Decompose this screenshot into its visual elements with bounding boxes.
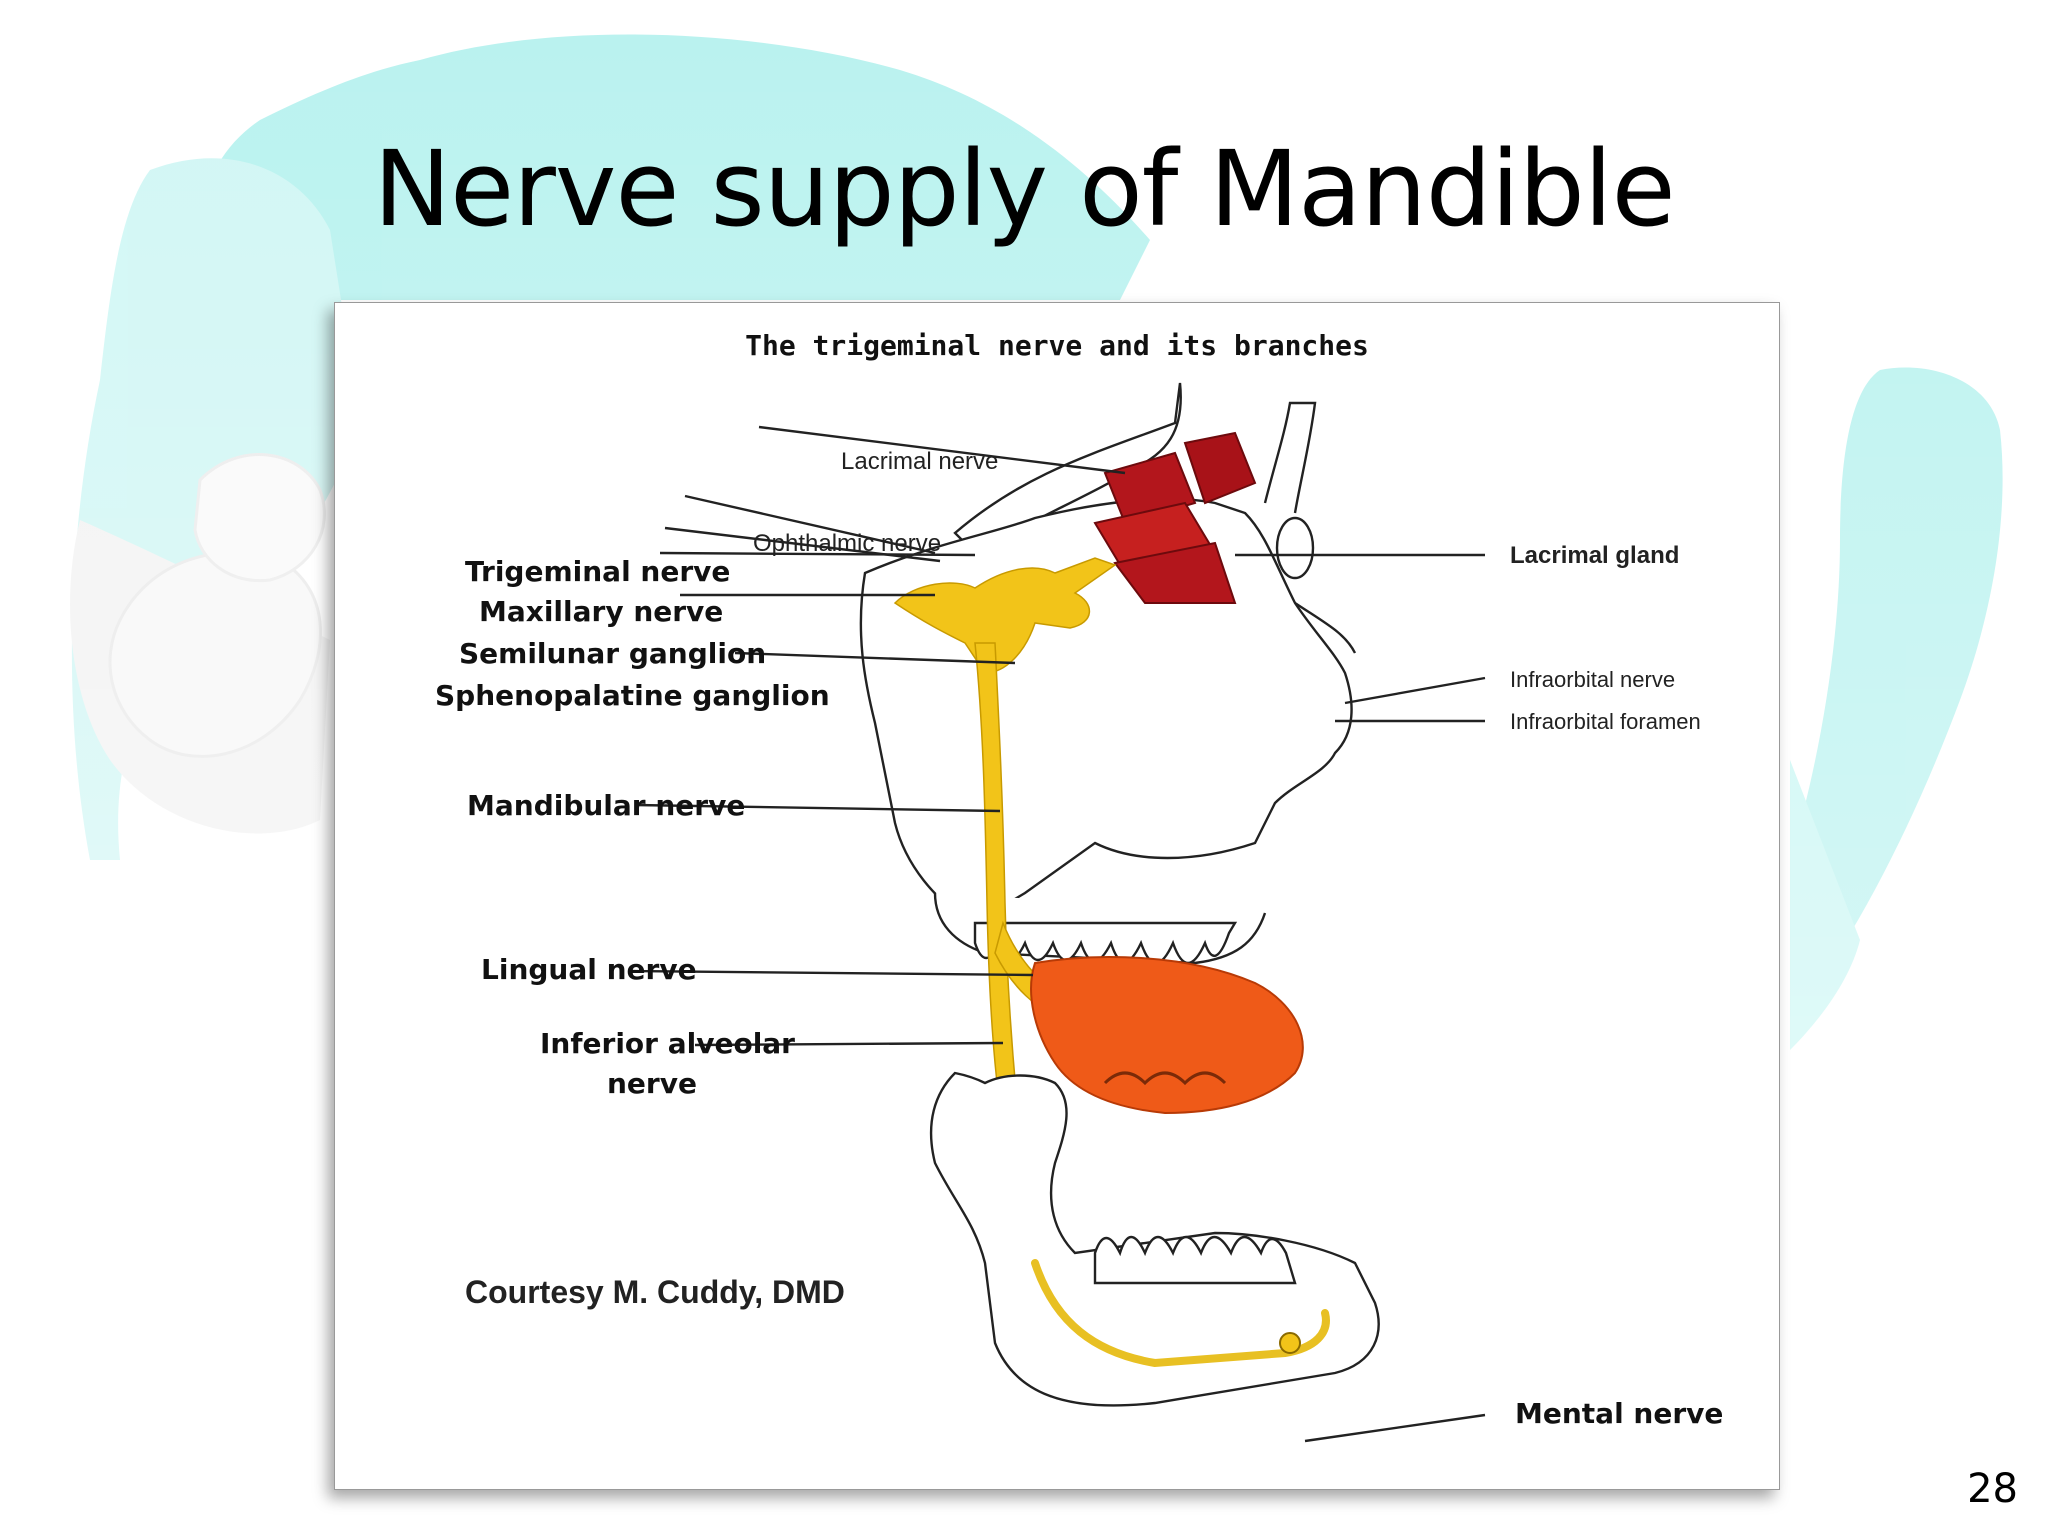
trigeminal-figure: The trigeminal nerve and its branches [334, 302, 1780, 1490]
orbital-muscles [1093, 431, 1257, 604]
slide-title: Nerve supply of Mandible [373, 128, 1675, 250]
label-inferior-alveolar-1: Inferior alveolar [540, 1027, 795, 1060]
leader-lines [628, 425, 1486, 1443]
label-mental-nerve: Mental nerve [1515, 1397, 1723, 1430]
figure-title: The trigeminal nerve and its branches [745, 329, 1369, 362]
label-lacrimal-gland: Lacrimal gland [1510, 542, 1679, 569]
label-inferior-alveolar-2: nerve [607, 1067, 697, 1100]
label-maxillary-nerve: Maxillary nerve [479, 595, 723, 628]
trigeminal-diagram: The trigeminal nerve and its branches [435, 329, 1723, 1443]
label-lingual-nerve: Lingual nerve [481, 953, 697, 986]
label-lacrimal-nerve: Lacrimal nerve [841, 448, 998, 475]
label-ophthalmic-nerve: Ophthalmic nerve [753, 530, 941, 557]
figure-credit: Courtesy M. Cuddy, DMD [465, 1274, 845, 1310]
label-mandibular-nerve: Mandibular nerve [467, 789, 745, 822]
label-infraorbital-nerve: Infraorbital nerve [1510, 667, 1675, 692]
mandible [929, 1071, 1380, 1407]
label-infraorbital-foramen: Infraorbital foramen [1510, 709, 1701, 734]
label-semilunar-ganglion: Semilunar ganglion [459, 637, 766, 670]
label-trigeminal-nerve: Trigeminal nerve [465, 555, 730, 588]
label-sphenopalatine-ganglion: Sphenopalatine ganglion [435, 679, 830, 712]
page-number: 28 [1967, 1466, 2018, 1512]
tongue [1030, 956, 1304, 1115]
